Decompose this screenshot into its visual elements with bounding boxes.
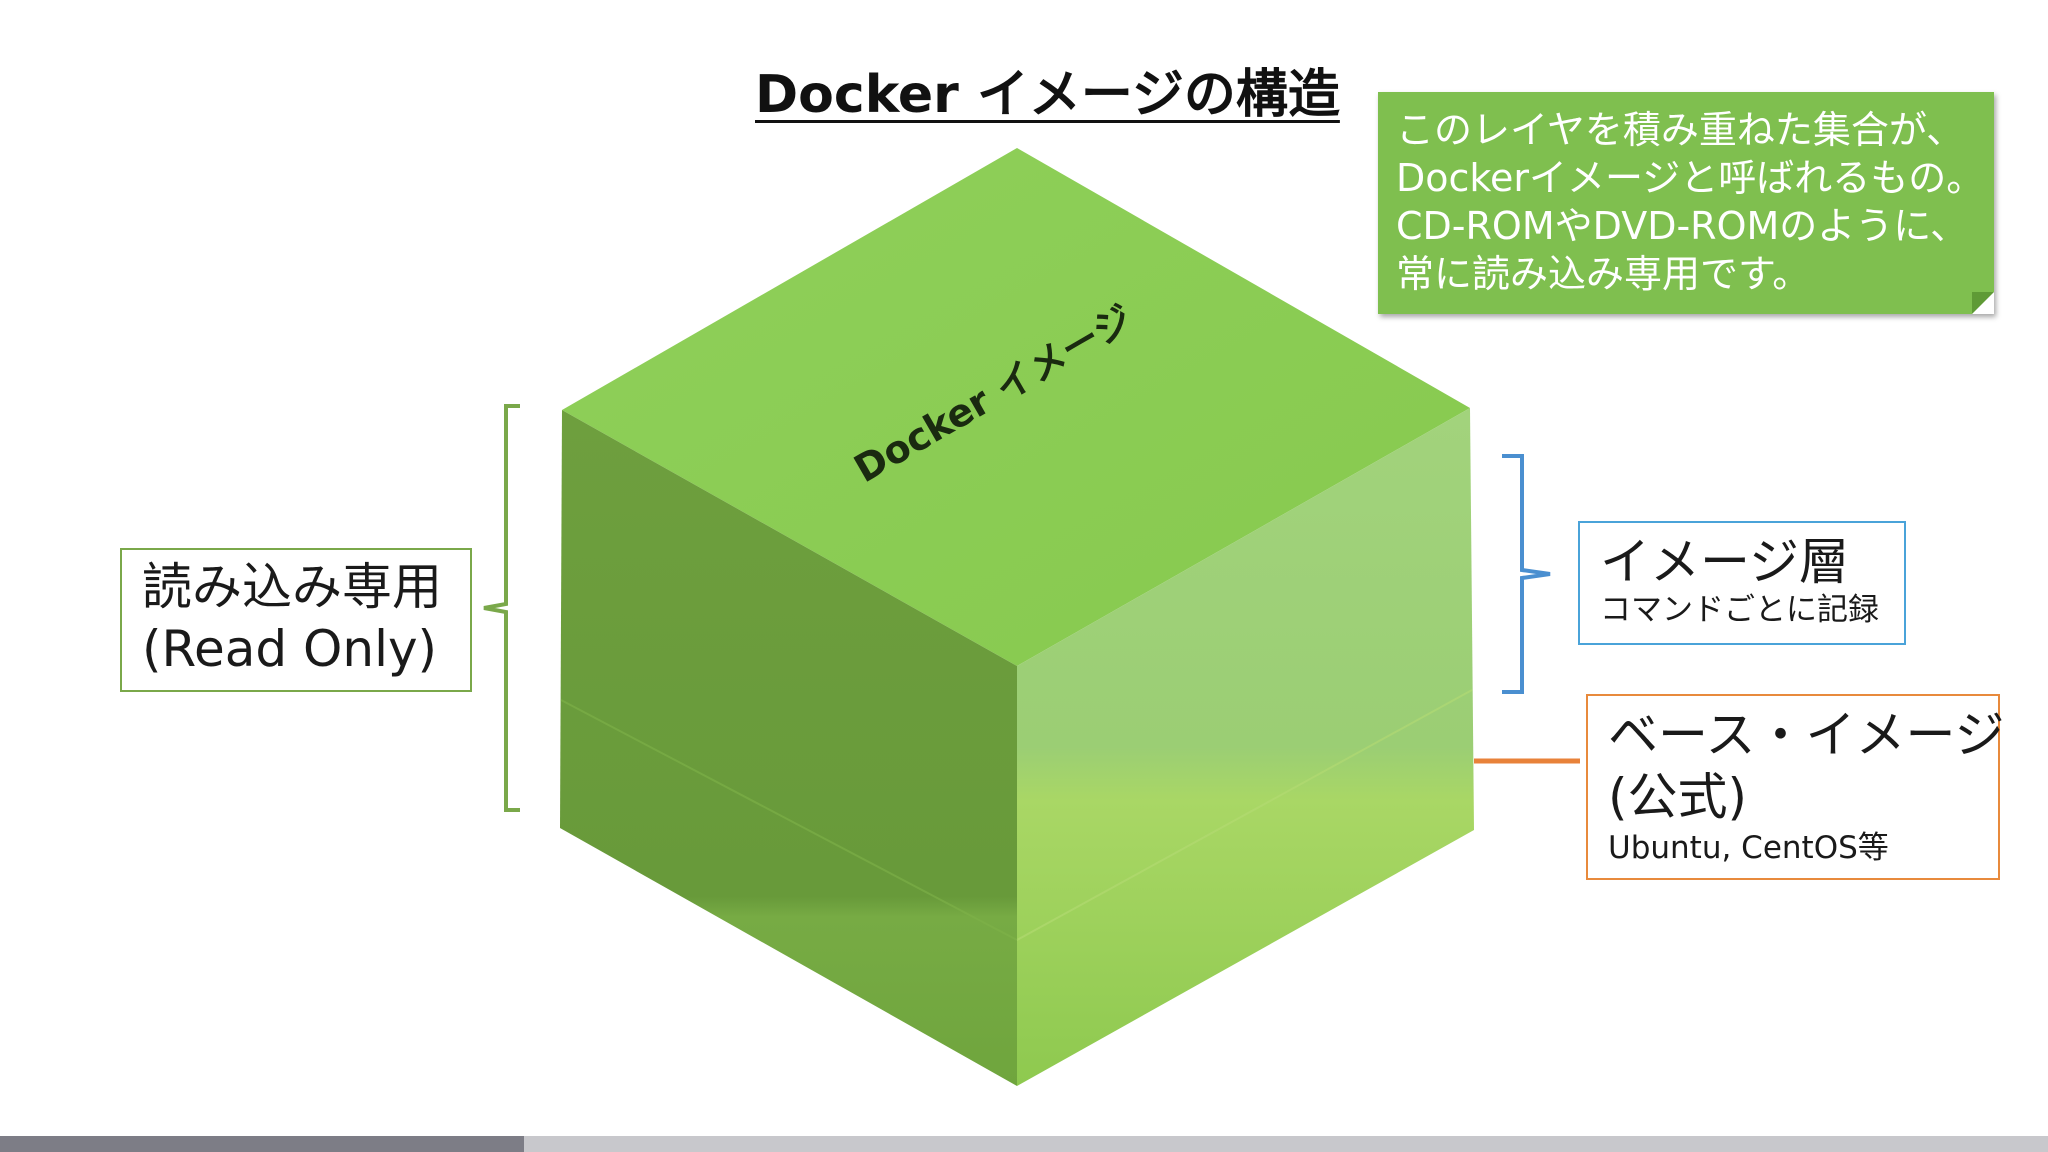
note-line: 常に読み込み専用です。 (1396, 252, 1811, 296)
cube-left-face (560, 410, 1017, 1086)
layer-bracket (1502, 454, 1551, 694)
note-line: このレイヤを積み重ねた集合が、 (1396, 108, 1965, 152)
video-progress-fill (0, 1136, 525, 1152)
image-layer-box: イメージ層 コマンドごとに記録 (1578, 521, 1906, 645)
note-line: CD-ROMやDVD-ROMのように、 (1396, 204, 1969, 248)
page-title: Docker イメージの構造 (755, 65, 1340, 125)
base-image-examples: Ubuntu, CentOS等 (1608, 830, 1889, 866)
sticky-note: このレイヤを積み重ねた集合が、 Dockerイメージと呼ばれるもの。 CD-RO… (1378, 92, 1994, 314)
cube-right-face (1017, 408, 1474, 1086)
readonly-label-box: 読み込み専用 (Read Only) (120, 548, 472, 692)
readonly-bracket (483, 404, 520, 812)
image-layer-title: イメージ層 (1600, 533, 1849, 591)
base-image-box: ベース・イメージ (公式) Ubuntu, CentOS等 (1586, 694, 2005, 880)
cube-top-face (562, 148, 1470, 666)
video-progress-bar[interactable] (0, 1136, 2048, 1152)
base-image-official: (公式) (1608, 768, 1748, 826)
note-fold-corner (1972, 292, 1994, 314)
base-layer-edge (1016, 689, 1473, 941)
base-image-title: ベース・イメージ (1608, 706, 2005, 764)
image-layer-subtitle: コマンドごとに記録 (1600, 592, 1879, 628)
readonly-label-jp: 読み込み専用 (142, 558, 442, 616)
base-layer-edge-left (560, 699, 1018, 941)
readonly-label-en: (Read Only) (142, 620, 438, 678)
note-line: Dockerイメージと呼ばれるもの。 (1396, 156, 1985, 200)
